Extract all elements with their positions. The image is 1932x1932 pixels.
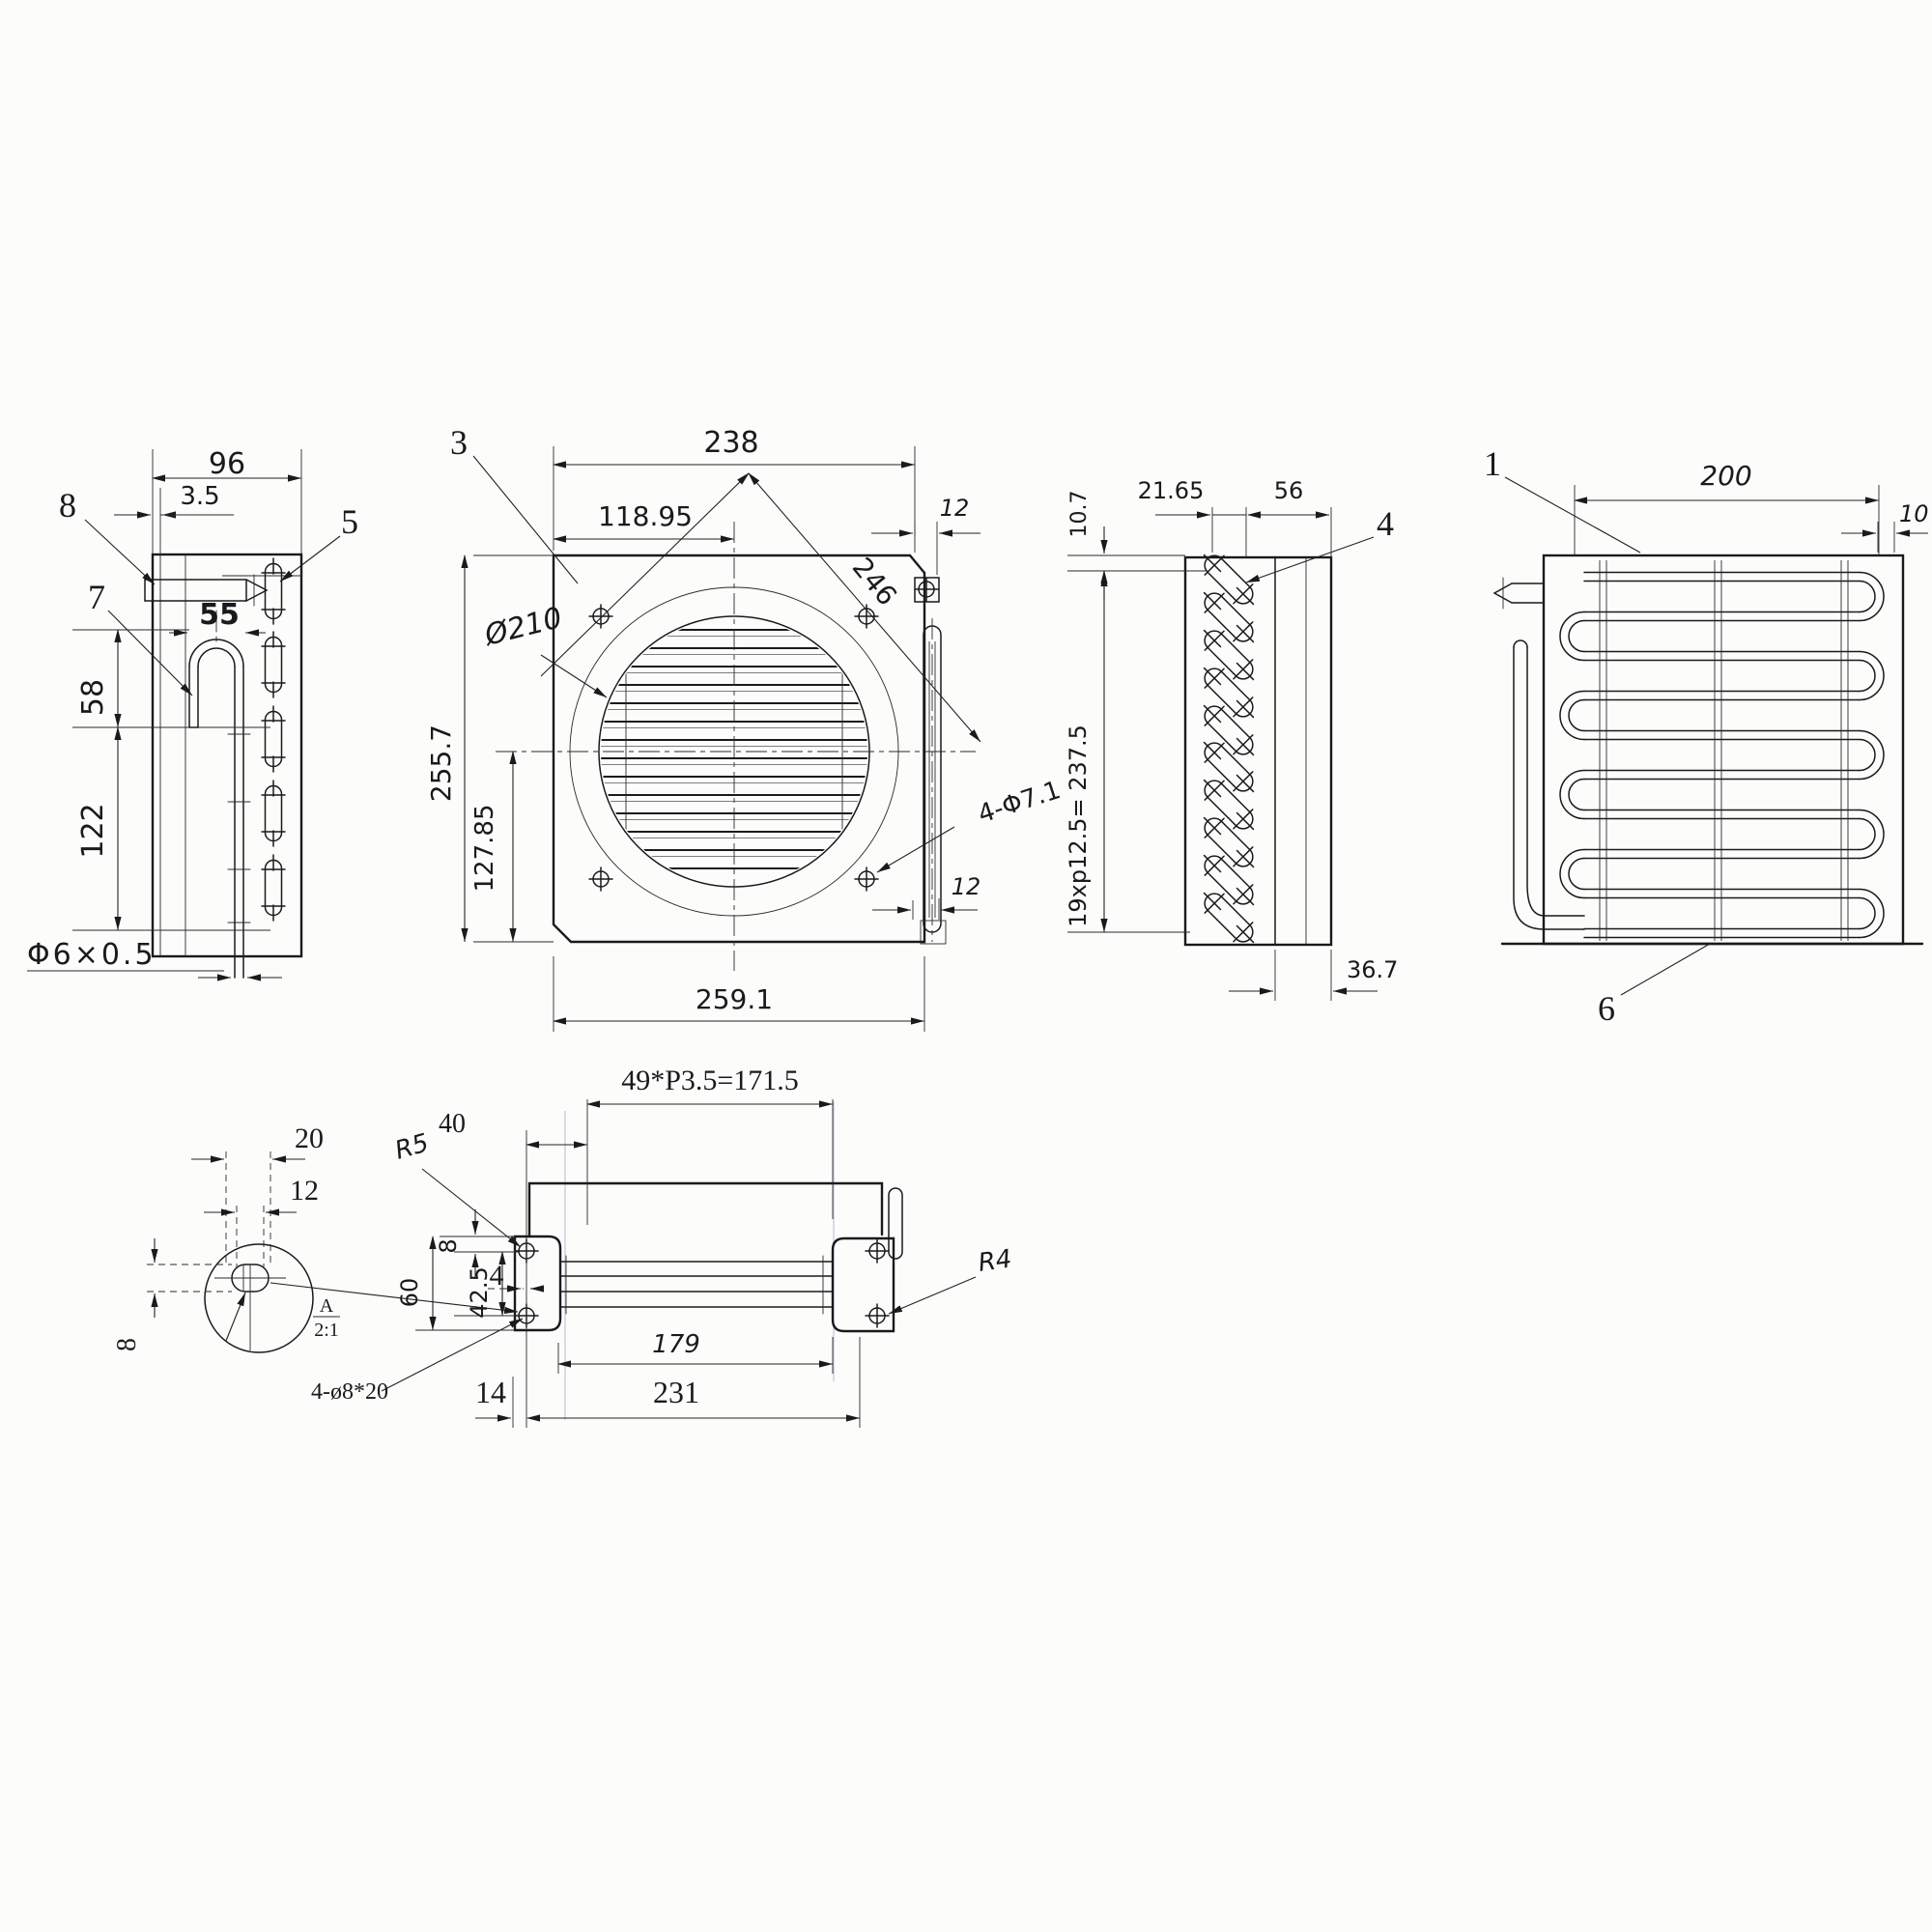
balloon-5: 5	[341, 502, 358, 541]
coil-inlet-pipe	[1492, 577, 1545, 610]
dim-231: 231	[653, 1375, 699, 1409]
dim-4-holes: 4-Φ7.1	[975, 776, 1065, 830]
bottom-tubes	[559, 1255, 834, 1315]
detail-dim-8: 8	[112, 1338, 142, 1351]
view-coil-rear: 200 10 1 6	[1484, 444, 1929, 1028]
dim-238: 238	[703, 426, 758, 460]
radius-r5: R5	[392, 1128, 433, 1165]
balloon-4: 4	[1377, 504, 1394, 543]
view-front-fan: 238 118.95 255.7 127.85 Ø210 246 4-Φ7.1 …	[425, 423, 1065, 1032]
dim-12-bottom: 12	[952, 873, 981, 900]
dim-58: 58	[76, 679, 110, 716]
right-tab	[914, 577, 940, 603]
side-view-dimensions	[27, 449, 302, 981]
dim-14: 14	[475, 1375, 506, 1409]
holes-spec: 4-ø8*20	[311, 1379, 388, 1405]
balloon-7: 7	[88, 578, 105, 616]
view-bottom: 49*P3.5=171.5 40 8 42.5 60 4 179 231 14 …	[270, 1065, 1013, 1428]
dim-slot-pitch: 19xp12.5= 237.5	[1065, 724, 1092, 927]
dim-246: 246	[846, 552, 903, 611]
dim-42-5: 42.5	[466, 1266, 493, 1318]
bottom-plate-outline	[527, 1181, 884, 1238]
dim-tube-spec: Φ6×0.5	[27, 938, 156, 972]
balloon-6: 6	[1598, 989, 1615, 1028]
view-slotted-panel: 21.65 56 10.7 19xp12.5= 237.5 36.7 4	[1065, 477, 1398, 1001]
slotted-view-dimensions	[1067, 507, 1378, 1001]
dim-118-95: 118.95	[598, 500, 693, 532]
detail-circle	[204, 1243, 314, 1353]
dim-127-85: 127.85	[470, 805, 499, 893]
vent-slots	[1193, 544, 1264, 953]
dim-8-edge: 8	[435, 1238, 462, 1253]
view-left-side-panel: 96 3.5 55 58 122 Φ6×0.5 8 5 7	[27, 447, 358, 981]
balloon-3: 3	[450, 423, 468, 462]
dim-21-65: 21.65	[1138, 477, 1205, 504]
left-bracket	[513, 1235, 562, 1332]
coil-tubes	[1559, 571, 1885, 939]
coil-view-dimensions	[1574, 485, 1928, 555]
u-tube	[188, 610, 251, 979]
dim-55: 55	[199, 598, 240, 632]
right-bracket	[831, 1236, 895, 1333]
side-tab-edge	[888, 1187, 903, 1260]
dim-4-offset: 4	[490, 1260, 504, 1292]
dim-56: 56	[1274, 477, 1304, 504]
coil-support-wires	[1599, 560, 1849, 941]
coil-outer-tube	[1513, 639, 1585, 930]
slotted-plate-outline	[1183, 555, 1333, 947]
dim-255-7: 255.7	[425, 724, 457, 802]
radius-r4: R4	[977, 1244, 1013, 1278]
dim-3-5: 3.5	[180, 482, 219, 511]
front-view-dimensions	[461, 446, 981, 1032]
detail-a: 20 12 8 A 2:1	[112, 1122, 340, 1353]
dim-96: 96	[209, 447, 245, 481]
coil-frame-outline	[1542, 554, 1905, 946]
dim-40: 40	[439, 1109, 466, 1139]
dim-12-top: 12	[940, 495, 970, 522]
detail-dim-20: 20	[295, 1122, 324, 1154]
side-plate-outline	[151, 553, 303, 958]
bottom-view-dimensions	[415, 1099, 861, 1428]
side-plate-slots	[261, 557, 286, 922]
dim-10-7: 10.7	[1067, 491, 1092, 538]
dim-259-1: 259.1	[696, 983, 773, 1015]
balloon-8: 8	[59, 486, 76, 525]
dim-122: 122	[76, 803, 110, 858]
dim-200: 200	[1700, 460, 1751, 492]
dim-10: 10	[1899, 500, 1929, 527]
inlet-pipe	[144, 574, 269, 607]
dim-36-7: 36.7	[1347, 956, 1398, 983]
dim-179: 179	[652, 1330, 700, 1359]
dim-fin-pitch: 49*P3.5=171.5	[621, 1065, 799, 1096]
detail-label-a: A	[320, 1295, 334, 1317]
detail-scale: 2:1	[314, 1320, 339, 1341]
dim-60: 60	[396, 1278, 423, 1308]
balloon-1: 1	[1484, 444, 1501, 483]
detail-dimensions	[147, 1151, 305, 1318]
detail-dim-12: 12	[290, 1175, 319, 1207]
